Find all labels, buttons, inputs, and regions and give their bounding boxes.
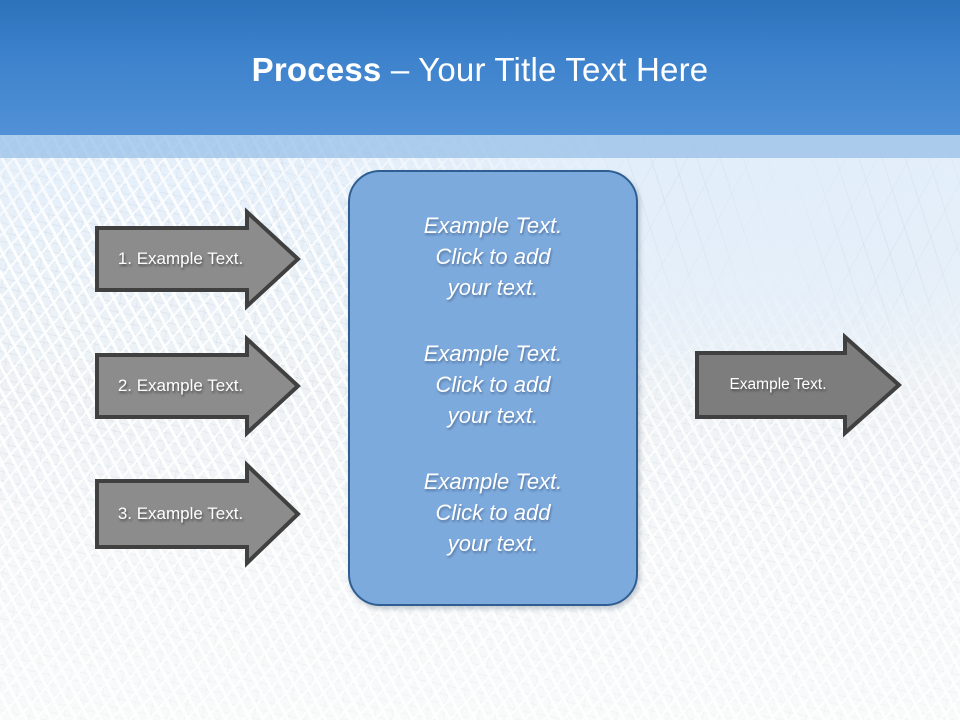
page-title: Process – Your Title Text Here [0, 50, 960, 90]
page-title-rest: – Your Title Text Here [381, 51, 709, 88]
step-arrow-3[interactable]: 3. Example Text. [95, 460, 301, 568]
output-arrow[interactable]: Example Text. [695, 332, 903, 438]
center-content-box[interactable]: Example Text. Click to add your text. Ex… [348, 170, 638, 606]
title-banner-accent-strip [0, 135, 960, 158]
arrow-right-icon [95, 334, 301, 438]
center-text-block-2[interactable]: Example Text. Click to add your text. [423, 341, 563, 428]
arrow-right-icon [695, 332, 903, 438]
page-title-bold: Process [251, 51, 382, 88]
arrow-right-icon [95, 207, 301, 311]
center-text-block-1[interactable]: Example Text. Click to add your text. [423, 213, 563, 300]
step-arrow-1[interactable]: 1. Example Text. [95, 207, 301, 311]
step-arrow-1-label: 1. Example Text. [117, 249, 244, 268]
output-arrow-label: Example Text. [729, 376, 827, 393]
step-arrow-2-label: 2. Example Text. [117, 376, 244, 395]
center-text-block-3[interactable]: Example Text. Click to add your text. [423, 469, 563, 556]
arrow-right-icon [95, 460, 301, 568]
step-arrow-3-label: 3. Example Text. [117, 504, 244, 523]
step-arrow-2[interactable]: 2. Example Text. [95, 334, 301, 438]
title-banner [0, 0, 960, 135]
